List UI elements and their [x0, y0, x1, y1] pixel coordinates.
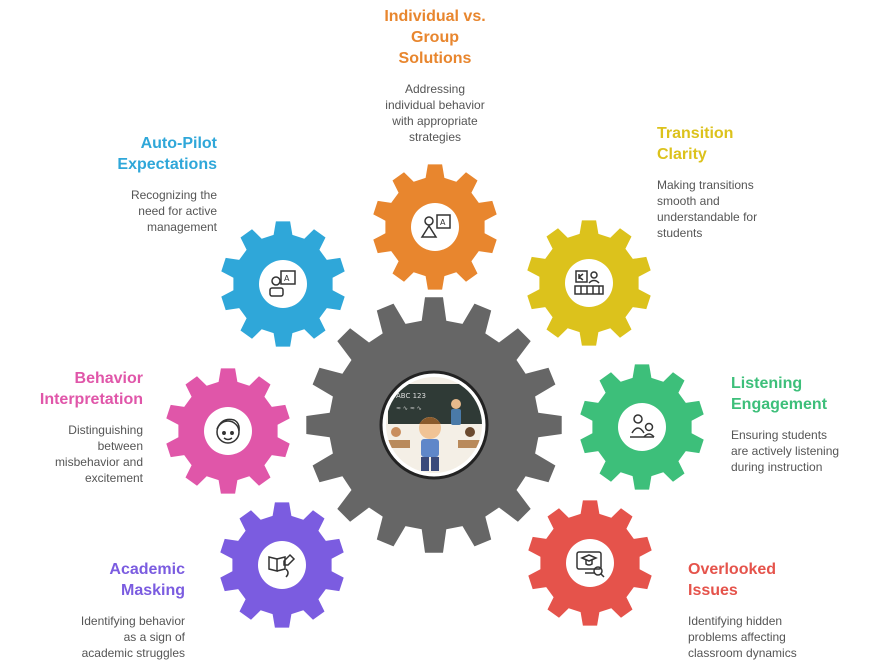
topic-transition: Transition Clarity Making transitions sm… — [657, 123, 827, 241]
topic-autopilot-title: Auto-Pilot Expectations — [47, 133, 217, 175]
desc-line: Identifying behavior — [80, 614, 185, 628]
svg-text:ABC 123: ABC 123 — [396, 392, 426, 400]
desc-line: individual behavior — [385, 98, 485, 112]
desc-line: smooth and — [657, 194, 720, 208]
gear-hub — [411, 203, 459, 251]
title-line: Behavior — [74, 370, 143, 387]
desc-line: Recognizing the — [130, 188, 217, 202]
desc-line: Addressing — [404, 82, 466, 96]
graduation-monitor-icon — [576, 551, 605, 578]
title-line: Solutions — [398, 50, 472, 67]
book-pencil-icon — [268, 553, 296, 578]
topic-autopilot-desc: Recognizing the need for active manageme… — [47, 187, 217, 235]
title-line: Individual vs. — [384, 8, 486, 25]
child-face-icon — [216, 418, 240, 444]
desc-line: strategies — [408, 130, 462, 144]
desc-line: Ensuring students — [731, 428, 828, 442]
desc-line: understandable for — [657, 210, 758, 224]
title-line: Clarity — [657, 146, 707, 163]
desc-line: with appropriate — [392, 114, 478, 128]
desc-line: between — [97, 439, 143, 453]
presenter-board-icon: A — [269, 270, 296, 297]
topic-autopilot: Auto-Pilot Expectations Recognizing the … — [47, 133, 217, 235]
title-line: Engagement — [731, 396, 828, 413]
topic-overlooked-desc: Identifying hidden problems affecting cl… — [688, 613, 858, 661]
topic-overlooked-title: Overlooked Issues — [688, 559, 858, 601]
gear-hub — [258, 541, 306, 589]
topic-listening-desc: Ensuring students are actively listening… — [731, 427, 871, 475]
gear-hub — [204, 407, 252, 455]
topic-transition-title: Transition Clarity — [657, 123, 827, 165]
title-line: Listening — [731, 375, 803, 392]
topic-behavior-title: Behavior Interpretation — [10, 368, 143, 410]
title-line: Overlooked — [688, 561, 777, 578]
desc-line: Distinguishing — [68, 423, 143, 437]
title-line: Group — [411, 29, 459, 46]
listening-student-icon — [630, 414, 655, 438]
topic-academic-desc: Identifying behavior as a sign of academ… — [20, 613, 185, 661]
title-line: Transition — [657, 125, 734, 142]
gear-hub — [566, 539, 614, 587]
classroom-icon — [574, 270, 604, 295]
desc-line: Identifying hidden — [688, 614, 783, 628]
title-line: Expectations — [117, 156, 217, 173]
topic-listening: Listening Engagement Ensuring students a… — [731, 373, 871, 475]
desc-line: management — [146, 220, 217, 234]
desc-line: as a sign of — [123, 630, 185, 644]
topic-overlooked: Overlooked Issues Identifying hidden pro… — [688, 559, 858, 661]
gear-academic — [220, 502, 344, 628]
classroom-scene-icon: ABC 123 ≈ ∿ ≈ ∿ — [386, 377, 482, 473]
gear-hub — [618, 403, 666, 451]
desc-line: need for active — [138, 204, 217, 218]
desc-line: excitement — [84, 471, 143, 485]
gear-overlooked — [528, 500, 652, 626]
title-line: Interpretation — [39, 391, 143, 408]
gear-listening — [580, 364, 704, 490]
desc-line: academic struggles — [81, 646, 185, 660]
desc-line: classroom dynamics — [688, 646, 797, 660]
topic-behavior: Behavior Interpretation Distinguishing b… — [10, 368, 143, 486]
desc-line: misbehavior and — [54, 455, 143, 469]
desc-line: are actively listening — [731, 444, 840, 458]
teacher-board-icon: A — [420, 214, 451, 238]
desc-line: problems affecting — [688, 630, 786, 644]
title-line: Academic — [109, 561, 185, 578]
desc-line: Making transitions — [657, 178, 754, 192]
central-gear: ABC 123 ≈ ∿ ≈ ∿ — [306, 297, 562, 553]
topic-listening-title: Listening Engagement — [731, 373, 871, 415]
title-line: Masking — [120, 582, 185, 599]
topic-individual: Individual vs. Group Solutions Addressin… — [350, 6, 520, 145]
svg-text:≈ ∿ ≈ ∿: ≈ ∿ ≈ ∿ — [396, 405, 422, 412]
title-line: Auto-Pilot — [140, 135, 217, 152]
topic-academic-title: Academic Masking — [20, 559, 185, 601]
topic-transition-desc: Making transitions smooth and understand… — [657, 177, 827, 241]
topic-individual-title: Individual vs. Group Solutions — [350, 6, 520, 69]
desc-line: during instruction — [731, 460, 823, 474]
svg-text:A: A — [440, 218, 446, 227]
gear-individual — [373, 164, 497, 290]
gear-behavior — [166, 368, 290, 494]
topic-individual-desc: Addressing individual behavior with appr… — [350, 81, 520, 145]
desc-line: students — [657, 226, 703, 240]
topic-academic: Academic Masking Identifying behavior as… — [20, 559, 185, 661]
svg-text:A: A — [284, 274, 290, 283]
title-line: Issues — [688, 582, 738, 599]
topic-behavior-desc: Distinguishing between misbehavior and e… — [10, 422, 143, 486]
